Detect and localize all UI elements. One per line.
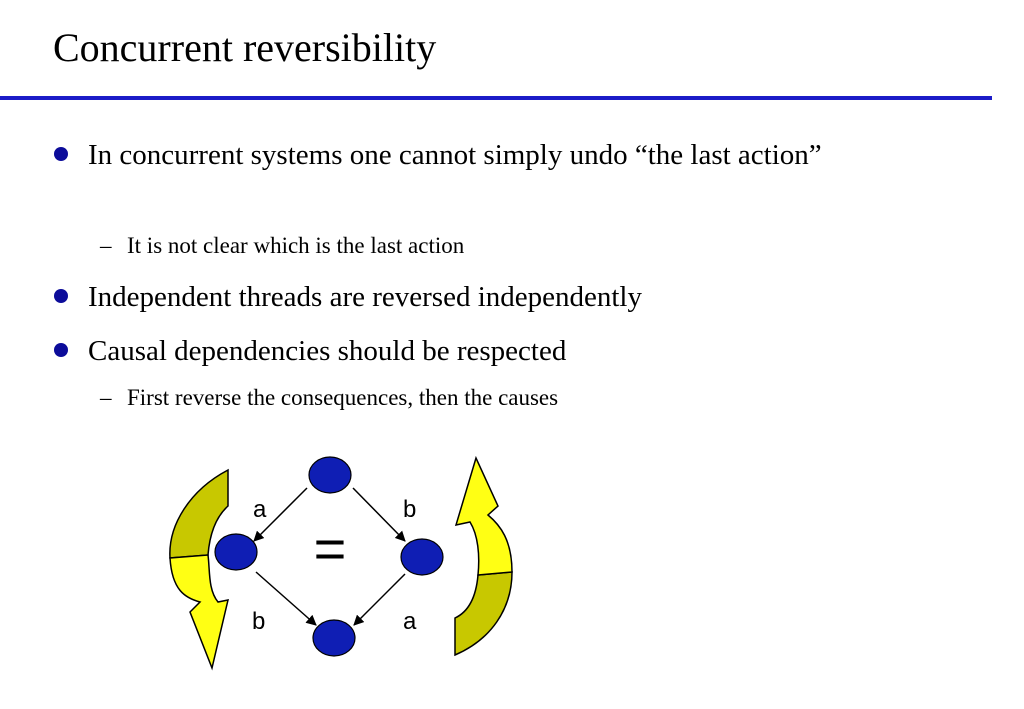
bullet-item: In concurrent systems one cannot simply … [54,134,968,176]
subbullet-item: – It is not clear which is the last acti… [100,230,465,262]
subbullet-item: – First reverse the consequences, then t… [100,382,559,414]
bullet-item: Independent threads are reversed indepen… [54,276,968,318]
slide-title: Concurrent reversibility [53,25,437,70]
left-reverse-arrow-icon [169,468,229,671]
label-top-right: b [403,496,416,523]
edge-top-to-right [352,487,406,542]
bullet-dot-icon [54,343,68,357]
subbullet-text: First reverse the consequences, then the… [127,385,559,410]
edge-left-to-bottom [255,571,317,626]
state-node [312,619,356,657]
dash-icon: – [100,385,112,410]
edge-top-to-left [253,487,308,542]
dash-icon: – [100,233,112,258]
bullet-text: Causal dependencies should be respected [88,335,567,367]
bullet-dot-icon [54,289,68,303]
title-divider [0,96,992,100]
bullet-text: In concurrent systems one cannot simply … [88,139,822,171]
bullet-text: Independent threads are reversed indepen… [88,281,642,313]
state-node [214,533,258,571]
bullet-dot-icon [54,147,68,161]
label-bottom-right: a [403,608,417,635]
label-top-left: a [253,496,267,523]
bullet-item: Causal dependencies should be respected [54,330,968,372]
label-bottom-left: b [252,608,265,635]
right-reverse-arrow-icon [454,455,513,657]
state-node [400,538,444,576]
state-node [308,456,352,494]
edge-right-to-bottom [353,573,406,626]
equivalence-symbol: = [314,517,347,580]
subbullet-text: It is not clear which is the last action [127,233,465,258]
